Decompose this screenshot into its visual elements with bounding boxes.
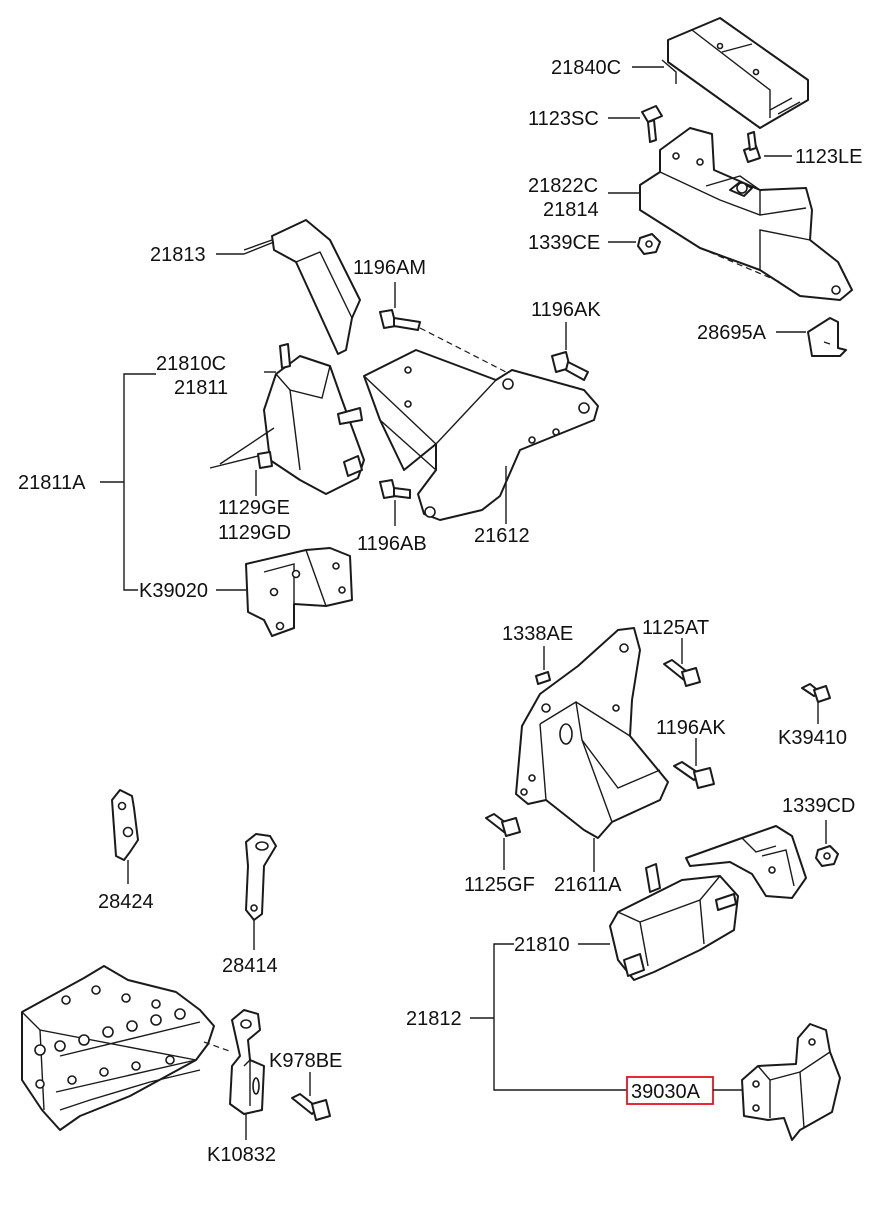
bolt-1125gf-part[interactable] [485,813,521,837]
bolt-1123sc-part[interactable] [641,105,663,143]
bracket-21612-part[interactable] [363,349,599,521]
label-1196ak-top: 1196AK [531,299,601,321]
label-21840c: 21840C [551,57,621,79]
label-21810c: 21810C [156,353,226,375]
bracket-k10832-part[interactable] [229,1009,265,1115]
label-1125at: 1125AT [642,617,709,639]
label-1338ae: 1338AE [502,623,573,645]
bracket-k39020-part[interactable] [245,547,353,637]
label-21811a: 21811A [18,472,86,494]
label-21813: 21813 [150,244,206,266]
label-k978be: K978BE [269,1050,342,1072]
label-1196ak-mid: 1196AK [656,717,726,739]
cover-21840c-part[interactable] [661,17,809,129]
engine-cylinder-head-part [21,965,215,1131]
bolt-1123le-part[interactable] [743,131,761,163]
label-21822c: 21822C [528,175,598,197]
bolt-k978be-part[interactable] [291,1093,331,1121]
bracket-28414-part[interactable] [245,833,277,921]
bracket-28695a-part[interactable] [807,317,847,357]
label-1123le: 1123LE [795,146,862,168]
nut-1339ce-part[interactable] [637,233,661,255]
label-28414: 28414 [222,955,278,977]
bolt-1196ab-part[interactable] [379,479,411,499]
shield-upper-right-part[interactable] [685,825,807,899]
bolt-1129ge-part[interactable] [257,451,273,469]
label-28424: 28424 [98,891,154,913]
bolt-1196ak-mid-part[interactable] [673,761,715,789]
label-21811: 21811 [174,377,228,399]
bracket-39030a-part[interactable] [741,1023,841,1141]
shield-21813-part[interactable] [243,219,361,355]
mount-21810c-part[interactable] [263,343,365,495]
bracket-28424-part[interactable] [111,789,139,861]
label-21814: 21814 [543,199,599,221]
label-1129gd: 1129GD [218,522,291,544]
label-21611a: 21611A [554,874,622,896]
label-28695a: 28695A [697,322,767,344]
mount-21810-part[interactable] [609,863,739,981]
label-1129ge: 1129GE [218,497,290,519]
label-1196ab: 1196AB [357,533,427,555]
bolt-k39410-part[interactable] [801,683,831,703]
label-21810: 21810 [514,934,570,956]
label-k39020: K39020 [139,580,208,602]
label-1196am: 1196AM [353,257,426,279]
bracket-21611a-part[interactable] [515,627,669,839]
bolt-1196ak-top-part[interactable] [551,351,589,381]
label-1339cd: 1339CD [782,795,855,817]
nut-1339cd-part[interactable] [815,845,839,867]
label-39030a[interactable]: 39030A [631,1081,701,1103]
mount-21822c-part[interactable] [639,127,853,301]
bolt-1196am-part[interactable] [379,309,421,331]
label-k39410: K39410 [778,727,847,749]
pin-1338ae-part[interactable] [535,671,551,685]
bolt-1125at-part[interactable] [663,659,701,687]
label-k10832: K10832 [207,1144,276,1166]
label-1125gf: 1125GF [464,874,535,896]
label-1339ce: 1339CE [528,232,600,254]
label-21812: 21812 [406,1008,462,1030]
label-21612: 21612 [474,525,530,547]
label-1123sc: 1123SC [528,108,599,130]
